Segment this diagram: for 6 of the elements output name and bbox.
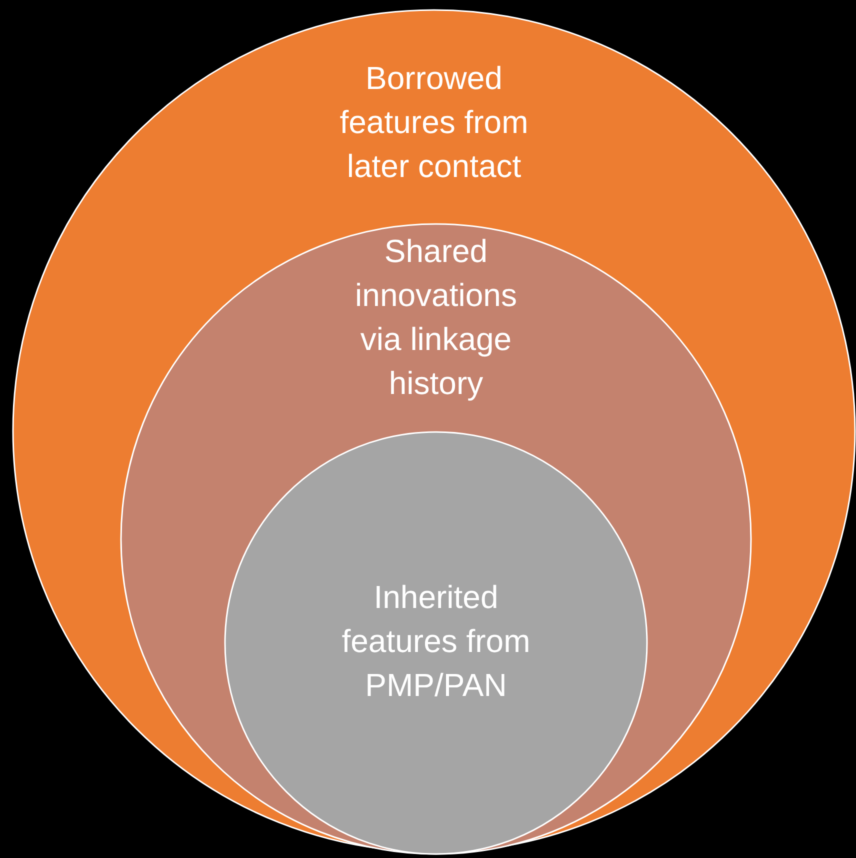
circle-region <box>12 9 856 853</box>
circle-region <box>120 223 752 855</box>
region-label: Shared innovations via linkage history <box>354 232 518 403</box>
region-label: Borrowed features from later contact <box>338 59 530 186</box>
circle-region <box>224 431 648 855</box>
region-label: Inherited features from PMP/PAN <box>340 578 532 705</box>
